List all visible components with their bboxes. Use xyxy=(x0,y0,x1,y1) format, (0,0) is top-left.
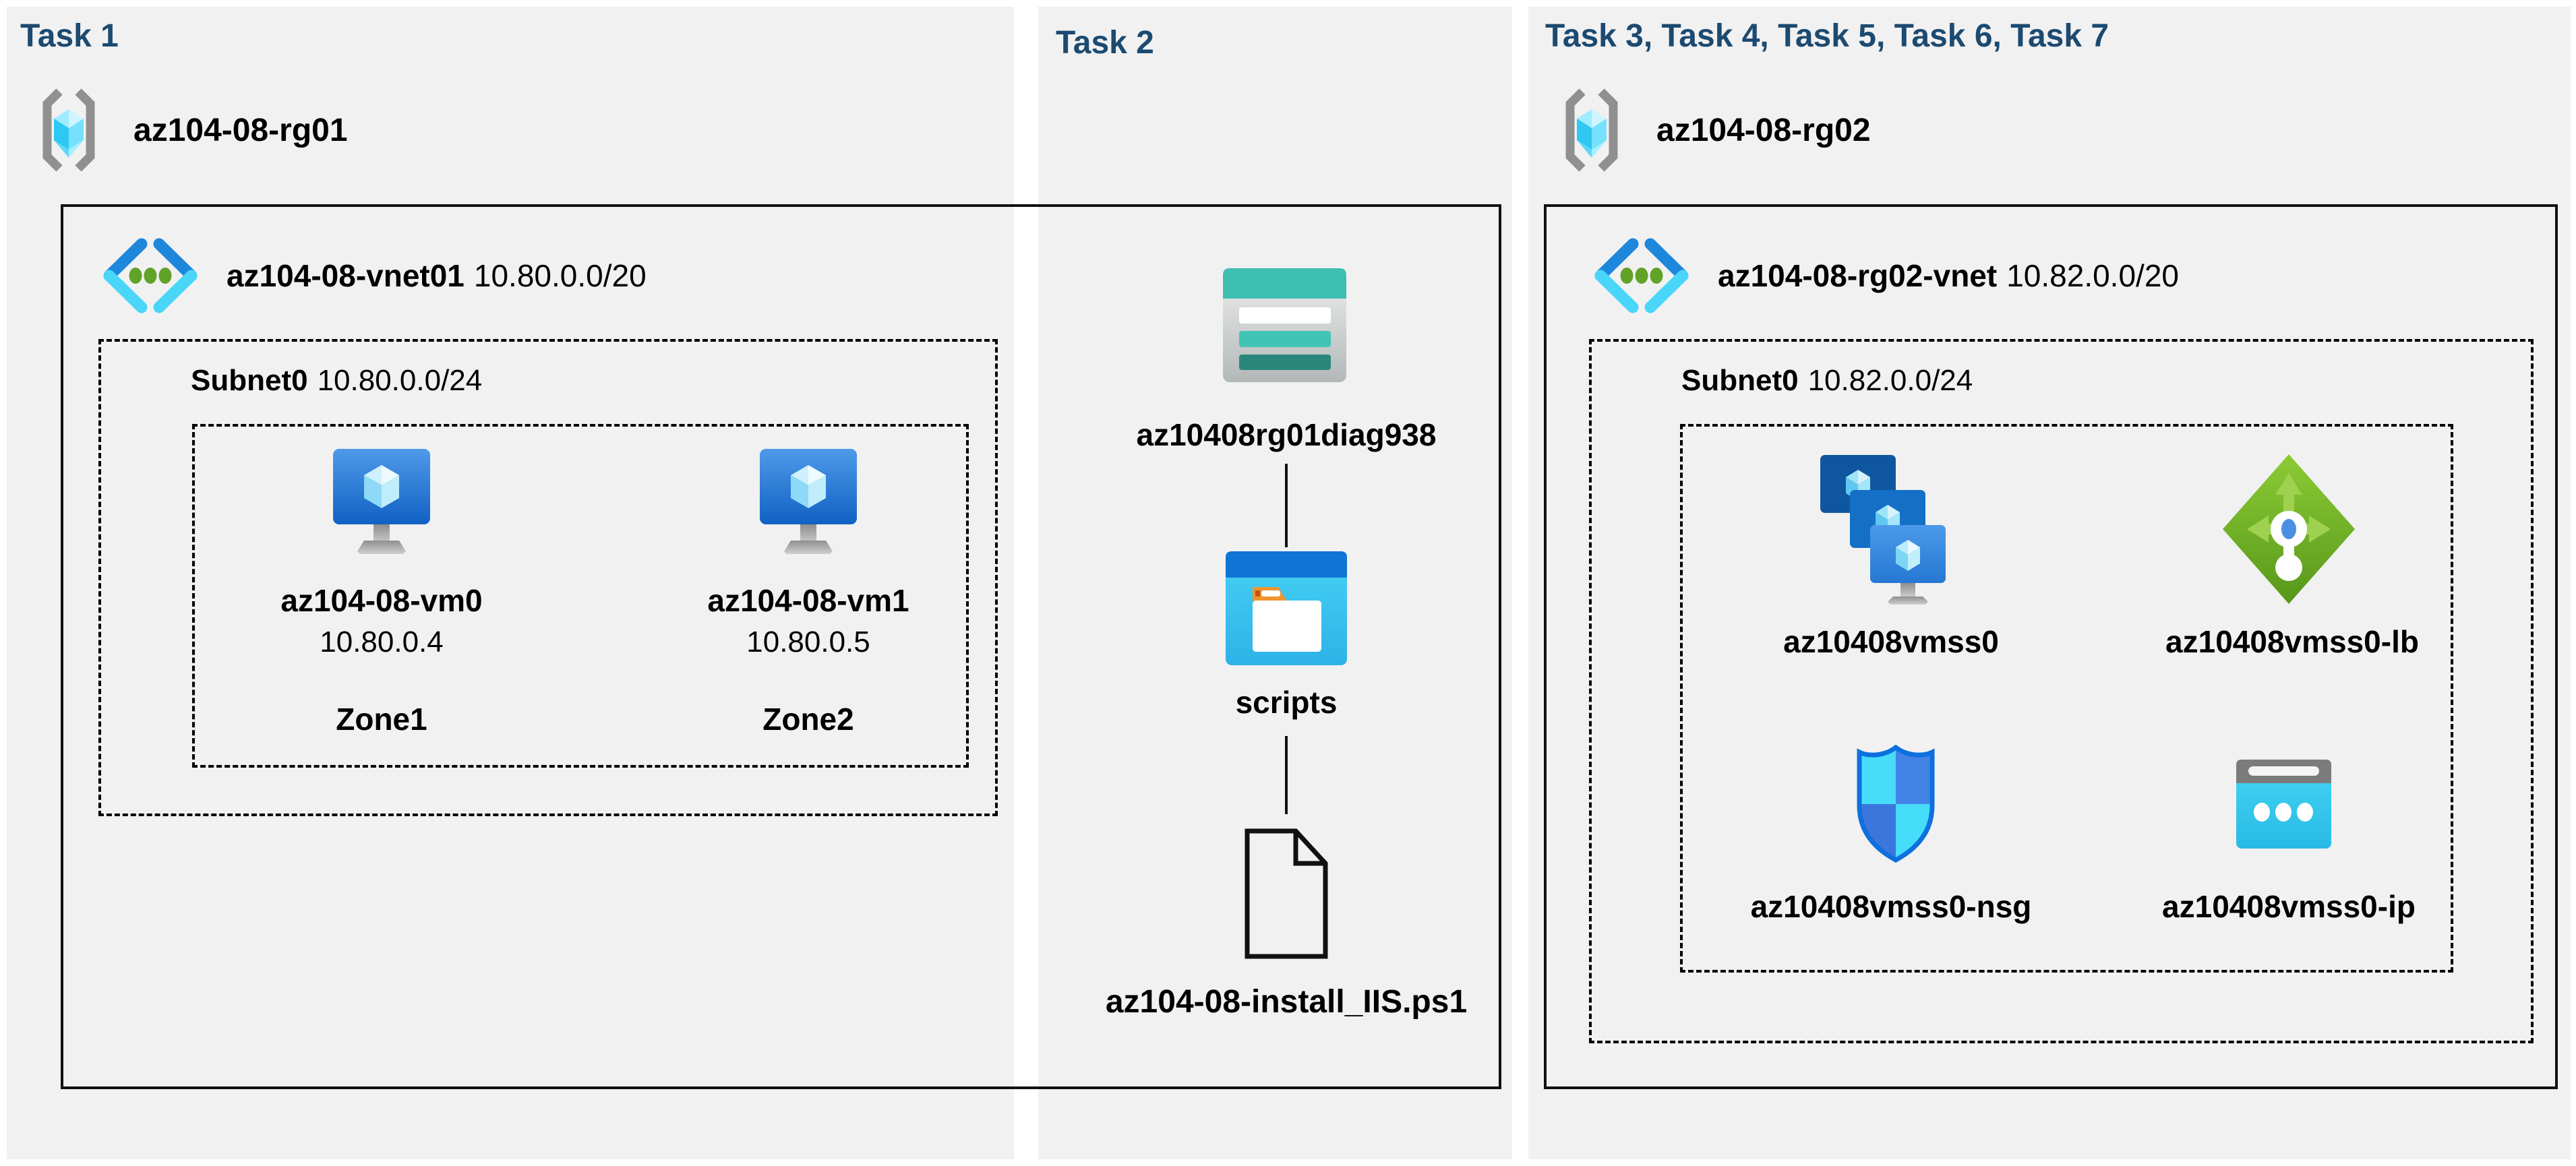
blob-container-icon xyxy=(1226,551,1347,665)
task2-header: Task 2 xyxy=(1056,25,1154,61)
vm1-ip: 10.80.0.5 xyxy=(746,625,870,658)
resource-group-2: az104-08-rg02 xyxy=(1562,88,1871,173)
resource-group-1-name: az104-08-rg01 xyxy=(133,112,348,148)
task3-7-panel xyxy=(1528,7,2571,1159)
subnet0-cidr-1: 10.80.0.0/24 xyxy=(317,364,483,397)
vnet1-boundary-box xyxy=(61,204,1501,1089)
subnet0-box-1 xyxy=(98,339,998,816)
load-balancer-icon xyxy=(2223,454,2355,604)
resource-group-1: az104-08-rg01 xyxy=(39,88,348,173)
nsg-icon xyxy=(1857,745,1935,863)
virtual-machine-icon xyxy=(333,449,430,554)
subnet0-name-2: Subnet0 xyxy=(1681,364,1799,397)
vm0-zone: Zone1 xyxy=(336,702,427,737)
public-ip-icon xyxy=(2236,760,2331,849)
connector-storage-scripts xyxy=(1285,464,1288,547)
vm1-zone: Zone2 xyxy=(762,702,854,737)
vmss-resources-box xyxy=(1680,424,2453,973)
resource-group-icon xyxy=(42,88,95,172)
virtual-network-icon xyxy=(1594,238,1689,313)
availability-zone-box xyxy=(192,424,969,768)
script-file-label: az104-08-install_IIS.ps1 xyxy=(1105,984,1468,1020)
vm0-block: az104-08-vm0 10.80.0.4 Zone1 xyxy=(247,449,516,736)
vnet2-boundary-box xyxy=(1544,204,2558,1089)
subnet0-cidr-2: 10.82.0.0/24 xyxy=(1807,364,1973,397)
vmss-icon xyxy=(1820,455,1946,605)
task3-7-header: Task 3, Task 4, Task 5, Task 6, Task 7 xyxy=(1545,18,2109,54)
vm0-ip: 10.80.0.4 xyxy=(320,625,444,658)
vnet-1-cidr: 10.80.0.0/20 xyxy=(473,258,647,293)
virtual-network-icon xyxy=(103,238,198,313)
subnet0-label-1: Subnet0 10.80.0.0/24 xyxy=(191,364,482,398)
resource-group-icon xyxy=(1565,88,1618,172)
storage-account-icon xyxy=(1223,268,1346,382)
vmss-label: az10408vmss0 xyxy=(1783,624,1999,659)
vnet-1-name: az104-08-vnet01 xyxy=(227,258,465,293)
task1-header: Task 1 xyxy=(20,18,119,54)
task1-panel xyxy=(7,7,1014,1159)
public-ip-label: az10408vmss0-ip xyxy=(2162,889,2416,924)
subnet0-name-1: Subnet0 xyxy=(191,364,308,397)
subnet0-box-2 xyxy=(1589,339,2534,1043)
scripts-container-label: scripts xyxy=(1235,685,1338,720)
vm1-block: az104-08-vm1 10.80.0.5 Zone2 xyxy=(673,449,943,736)
resource-group-2-name: az104-08-rg02 xyxy=(1656,112,1871,148)
vm1-name: az104-08-vm1 xyxy=(707,583,909,618)
connector-scripts-file xyxy=(1285,736,1288,814)
vnet-2-name: az104-08-rg02-vnet xyxy=(1718,258,1998,293)
nsg-label: az10408vmss0-nsg xyxy=(1750,889,2032,924)
virtual-machine-icon xyxy=(760,449,857,554)
load-balancer-label: az10408vmss0-lb xyxy=(2165,624,2419,659)
vm0-name: az104-08-vm0 xyxy=(280,583,483,618)
vnet-2-cidr: 10.82.0.0/20 xyxy=(2006,258,2179,293)
storage-account-label: az10408rg01diag938 xyxy=(1136,417,1437,452)
script-file-icon xyxy=(1245,828,1328,959)
